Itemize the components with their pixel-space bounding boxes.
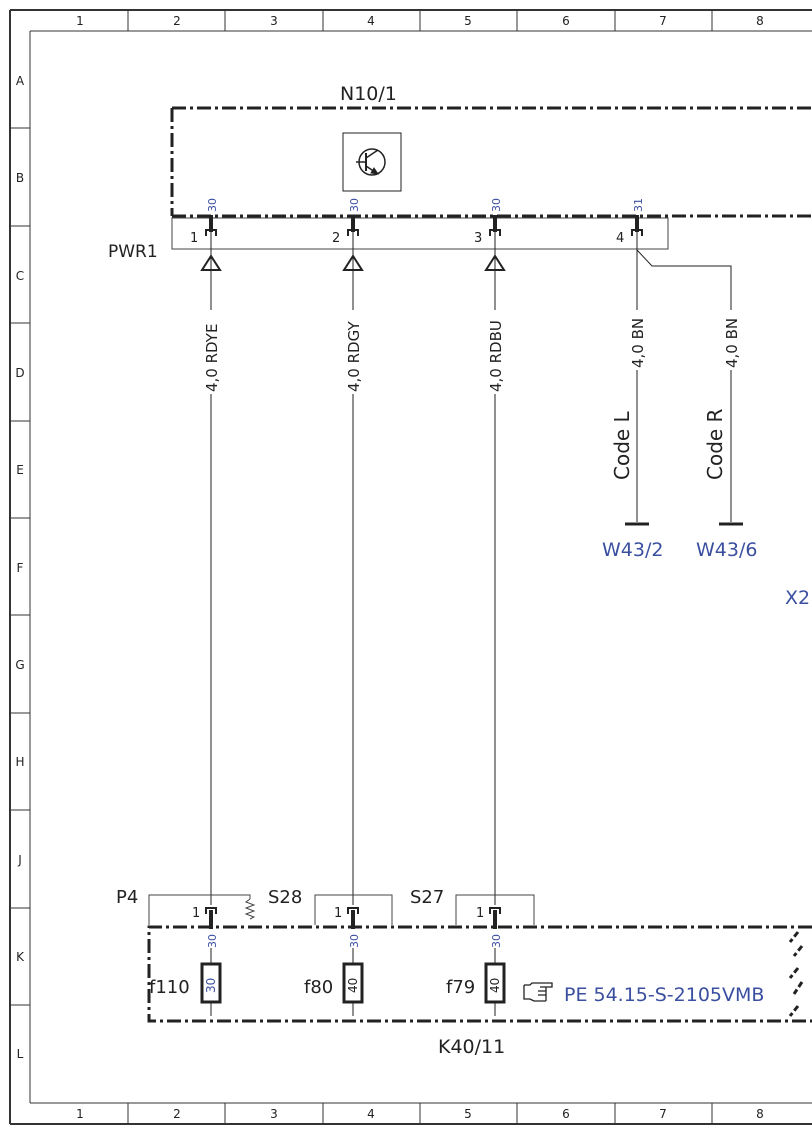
terminal-label: 30 [490, 934, 503, 948]
row-label: K [16, 950, 25, 964]
column-label: 7 [659, 14, 667, 28]
column-label: 8 [756, 14, 764, 28]
row-label: A [16, 74, 25, 88]
ground-point-label: W43/2 [602, 539, 663, 561]
ground-point-label: W43/6 [696, 539, 757, 561]
code-label: Code R [703, 408, 727, 480]
wire-label: 4,0 RDYE [203, 324, 221, 392]
row-label: D [15, 366, 24, 380]
terminal-label: 30 [206, 198, 219, 212]
connector-label: P4 [116, 887, 138, 908]
row-label: B [16, 171, 24, 185]
terminal-label: 30 [206, 934, 219, 948]
wires [210, 232, 732, 905]
top-pins: 1 30 2 30 3 30 4 31 [190, 198, 645, 246]
connector-label: S27 [410, 887, 444, 908]
pin-number: 2 [332, 231, 340, 246]
column-label: 5 [464, 1107, 472, 1121]
column-label: 6 [562, 14, 570, 28]
fuse-rating: 40 [346, 978, 360, 993]
module-label: N10/1 [340, 83, 397, 105]
column-label: 1 [76, 14, 84, 28]
module-boundary [170, 106, 812, 218]
column-label: 7 [659, 1107, 667, 1121]
terminal-label: 30 [348, 934, 361, 948]
row-label: J [17, 853, 22, 867]
wire-label: 4,0 RDBU [487, 320, 505, 392]
row-label: E [16, 463, 24, 477]
column-label: 2 [173, 1107, 181, 1121]
column-label: 5 [464, 14, 472, 28]
column-label: 2 [173, 14, 181, 28]
column-label: 1 [76, 1107, 84, 1121]
fuse-label: f110 [149, 977, 190, 998]
splice-arrows [200, 254, 506, 271]
column-label: 4 [367, 1107, 375, 1121]
fuses: 30 40 40 f110 f80 f79 [149, 948, 506, 1016]
column-labels: 1 2 3 4 5 6 7 8 1 2 3 4 5 6 7 8 [76, 14, 764, 1121]
column-label: 3 [270, 14, 278, 28]
fuse-label: f80 [304, 977, 333, 998]
column-label: 8 [756, 1107, 764, 1121]
edge-symbol [788, 931, 804, 1017]
code-label: Code L [610, 410, 634, 480]
wire-labels: 4,0 RDYE 4,0 RDGY 4,0 RDBU 4,0 BN 4,0 BN [203, 310, 741, 394]
fuse-rating: 30 [204, 978, 218, 993]
connector-label: PWR1 [108, 242, 158, 262]
reference-note: PE 54.15-S-2105VMB [564, 984, 764, 1006]
column-label: 6 [562, 1107, 570, 1121]
row-label: L [17, 1047, 24, 1061]
row-labels: A B C D E F G H J K L [15, 74, 25, 1061]
pin-number: 3 [474, 231, 482, 246]
terminal-label: 30 [490, 198, 503, 212]
partial-label: X2 [785, 587, 810, 609]
column-label: 4 [367, 14, 375, 28]
drawing-frame [9, 9, 812, 1125]
bottom-connectors: P4 S28 S27 1 1 1 30 30 30 [116, 887, 535, 948]
connector-housing [171, 217, 669, 250]
pointing-hand-icon [523, 982, 553, 1002]
transistor-icon [342, 132, 402, 192]
wire-label: 4,0 BN [629, 318, 647, 368]
row-label: H [15, 755, 24, 769]
connector-label: S28 [268, 887, 302, 908]
row-label: C [16, 269, 24, 283]
wire-label: 4,0 BN [723, 318, 741, 368]
column-label: 3 [270, 1107, 278, 1121]
pin-number: 1 [334, 906, 342, 921]
pin-number: 4 [616, 231, 624, 246]
pin-number: 1 [476, 906, 484, 921]
fuse-label: f79 [446, 977, 475, 998]
fusebox-label: K40/11 [438, 1036, 505, 1058]
terminal-label: 31 [632, 198, 645, 212]
row-label: F [17, 561, 24, 575]
pin-number: 1 [190, 231, 198, 246]
pin-number: 1 [192, 906, 200, 921]
fusebox-boundary [147, 925, 812, 1023]
terminal-label: 30 [348, 198, 361, 212]
fuse-rating: 40 [488, 978, 502, 993]
wire-label: 4,0 RDGY [345, 321, 363, 392]
row-label: G [15, 658, 24, 672]
